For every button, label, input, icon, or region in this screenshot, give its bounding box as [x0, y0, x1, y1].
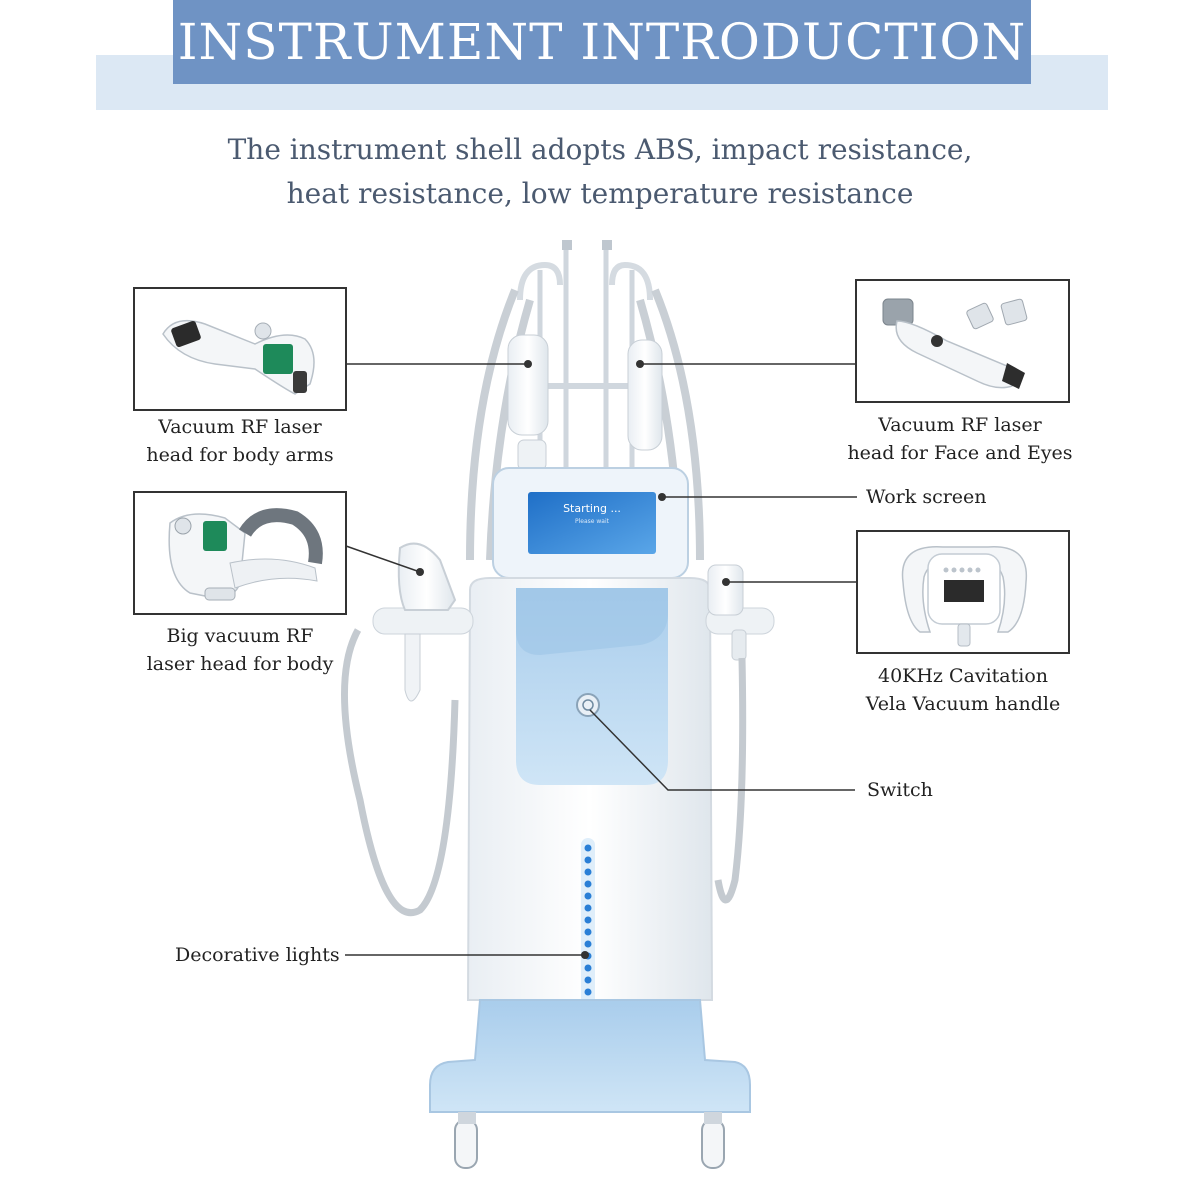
- handle-rods: [537, 245, 635, 470]
- big-body-handle-image: [168, 508, 323, 601]
- power-switch: [576, 693, 600, 717]
- big-body-handle: [397, 542, 457, 611]
- machine-base: [429, 999, 751, 1113]
- wheels: [454, 1112, 725, 1169]
- small-handle-left: [507, 334, 549, 471]
- cables: [466, 288, 704, 561]
- label-body-arms: Vacuum RF laser head for body arms: [146, 416, 334, 466]
- screen-text: Starting ...: [563, 502, 621, 515]
- work-screen-display: [528, 492, 656, 554]
- label-switch: Switch: [867, 779, 933, 801]
- body-arms-handle-image: [162, 319, 315, 395]
- hanging-cables: [341, 628, 747, 917]
- page-title: INSTRUMENT INTRODUCTION: [177, 13, 1027, 71]
- leader-lines: [345, 363, 857, 956]
- crossbar: [536, 383, 636, 389]
- label-cavitation: 40KHz Cavitation Vela Vacuum handle: [865, 665, 1061, 715]
- card-big-body-handle: [133, 491, 347, 615]
- rod-hooks: [517, 261, 653, 301]
- small-handle-right: [627, 339, 663, 451]
- subtitle-line-1: The instrument shell adopts ABS, impact …: [227, 133, 973, 166]
- left-tray: [372, 607, 474, 635]
- screen-subtext: Please wait: [575, 518, 609, 525]
- header-box: INSTRUMENT INTRODUCTION: [173, 0, 1031, 84]
- label-big-body: Big vacuum RF laser head for body: [146, 625, 334, 675]
- rod-cap: [602, 240, 612, 250]
- label-work-screen: Work screen: [866, 486, 987, 508]
- face-eyes-handle-image: [882, 298, 1028, 389]
- card-face-eyes-handle: [855, 279, 1070, 403]
- subtitle-line-2: heat resistance, low temperature resista…: [286, 177, 914, 210]
- card-cavitation-handle: [856, 530, 1070, 654]
- label-face-eyes: Vacuum RF laser head for Face and Eyes: [847, 414, 1073, 464]
- cavitation-handle: [707, 564, 744, 616]
- card-body-arms-handle: [133, 287, 347, 411]
- cavitation-handle-image: [901, 546, 1028, 647]
- rod-cap: [562, 240, 572, 250]
- label-decorative-lights: Decorative lights: [175, 944, 340, 966]
